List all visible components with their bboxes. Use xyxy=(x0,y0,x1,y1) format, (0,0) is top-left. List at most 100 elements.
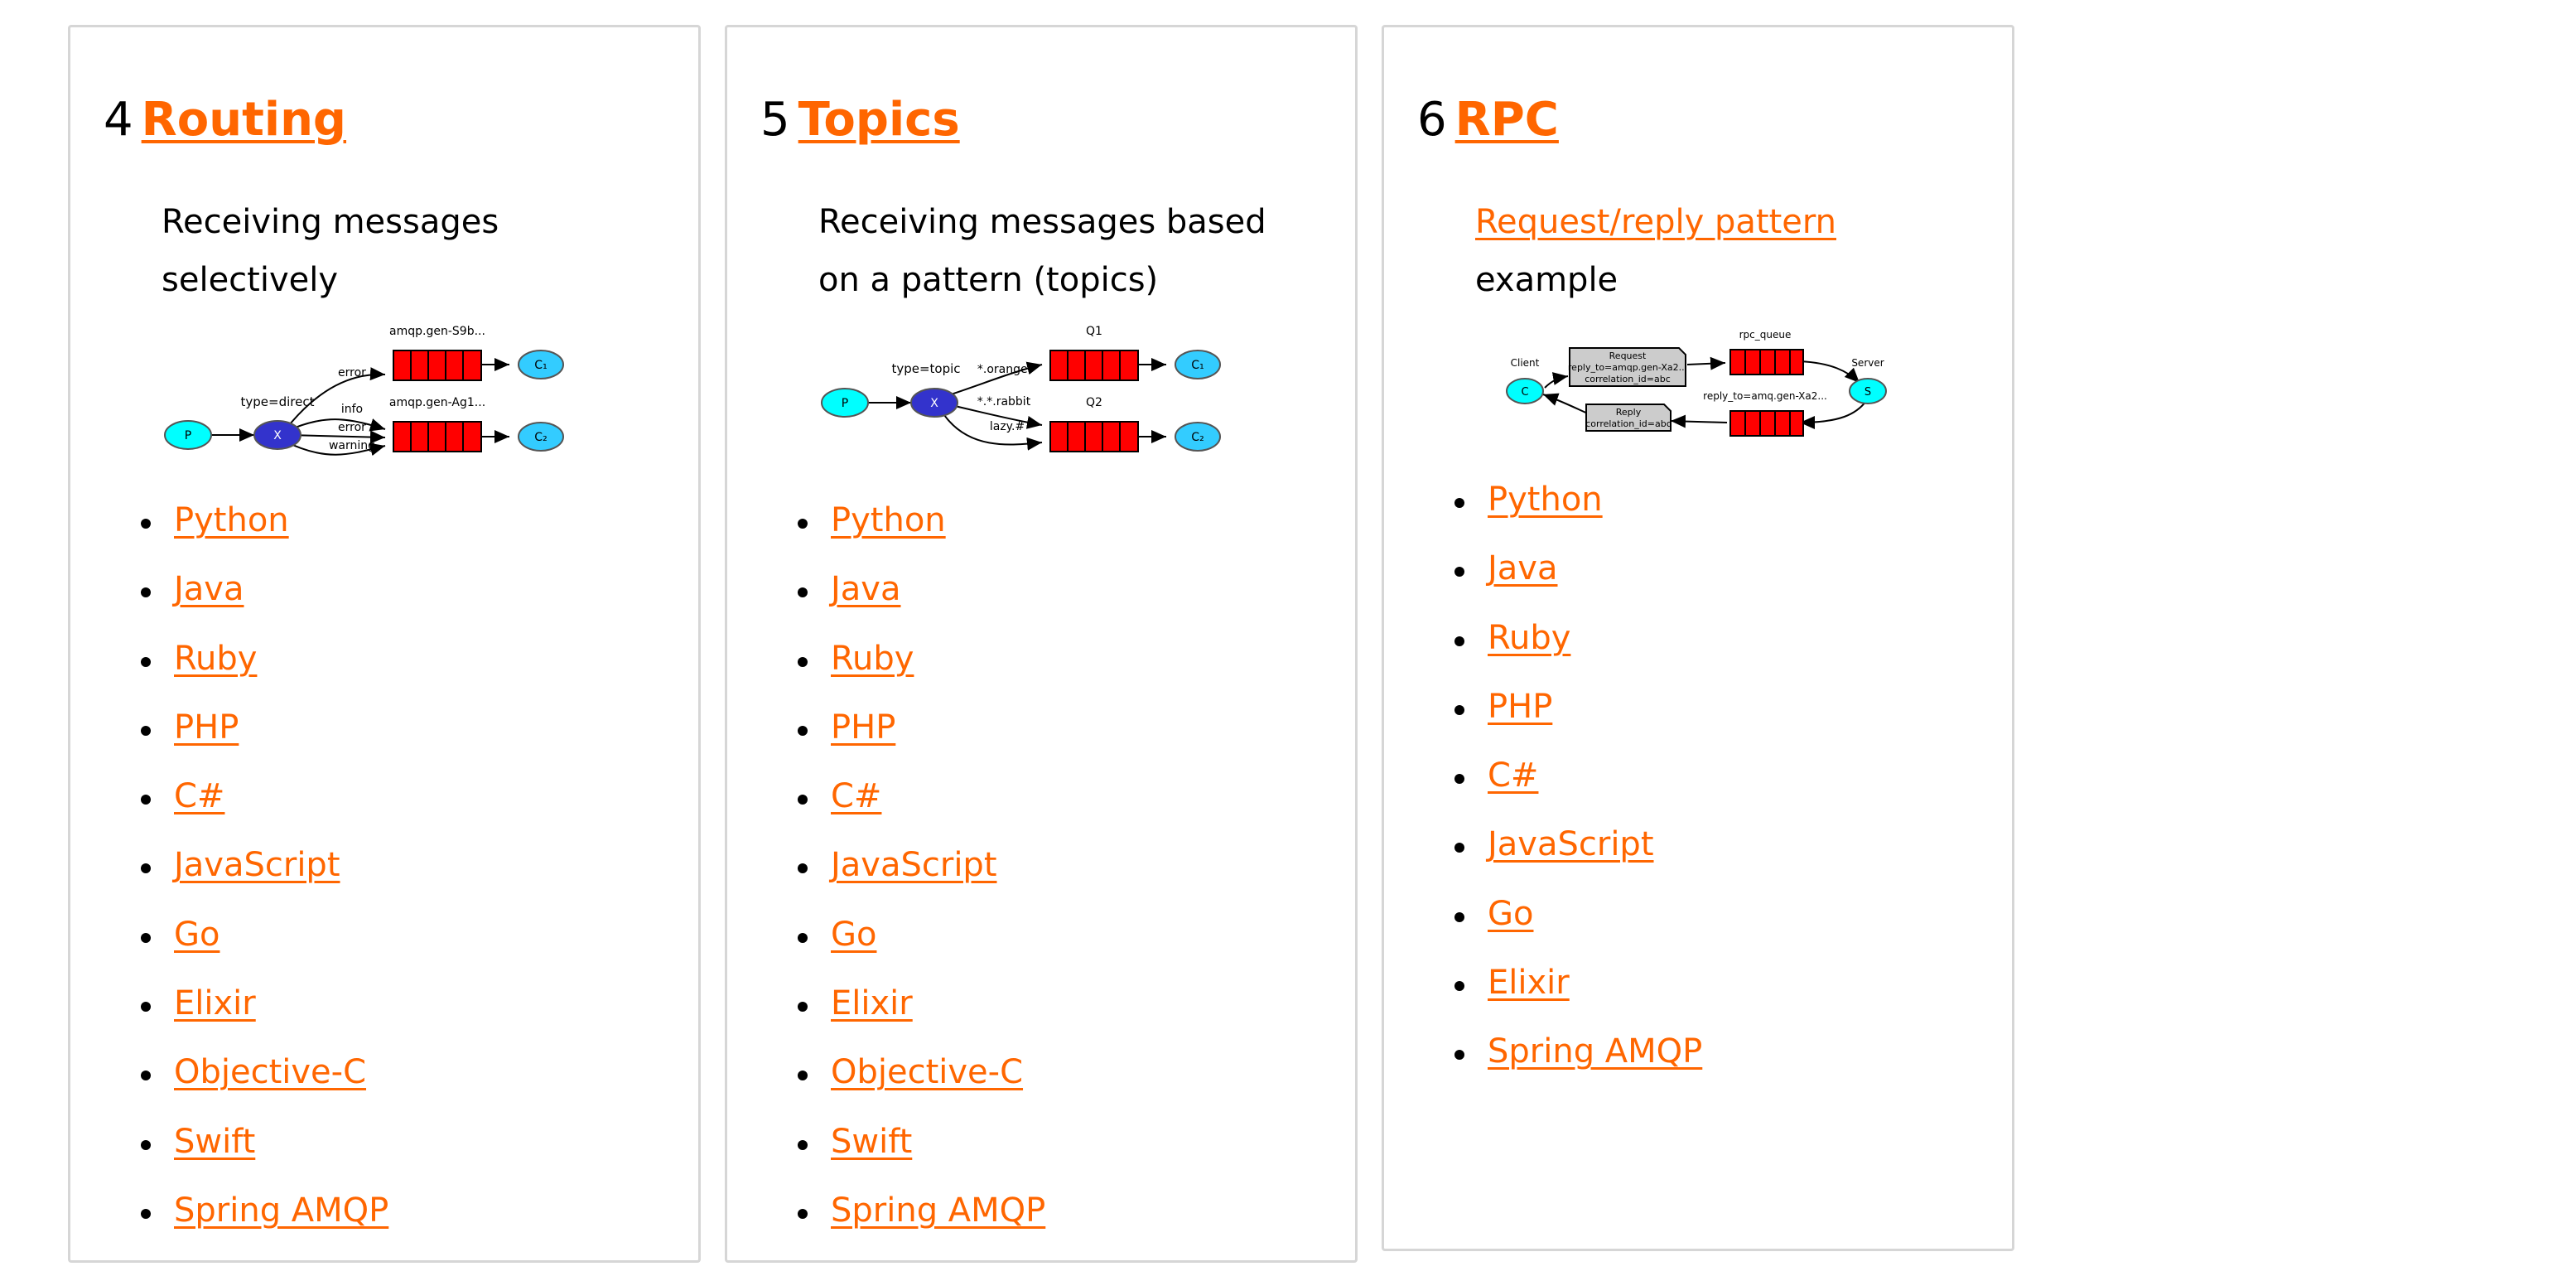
language-link-go[interactable]: Go xyxy=(1488,894,1534,933)
client-caption: Client xyxy=(1511,357,1540,369)
queue2 xyxy=(1049,421,1139,452)
language-link-javascript[interactable]: JavaScript xyxy=(1488,825,1654,864)
bullet-icon xyxy=(1454,498,1464,508)
description-text: example xyxy=(1475,261,1618,299)
bullet-icon xyxy=(798,932,808,943)
tutorial-title-link[interactable]: Routing xyxy=(141,93,347,147)
edge-reply-client xyxy=(1542,393,1590,415)
exchange-label: X xyxy=(273,429,282,442)
language-link-ruby[interactable]: Ruby xyxy=(831,639,914,678)
language-link-elixir[interactable]: Elixir xyxy=(1488,964,1570,1003)
language-link-go[interactable]: Go xyxy=(831,915,877,954)
edge-x-q2-warning xyxy=(285,441,386,457)
bullet-icon xyxy=(141,1002,151,1013)
producer-label: P xyxy=(185,429,191,442)
language-link-c[interactable]: C# xyxy=(174,777,225,816)
language-link-elixir[interactable]: Elixir xyxy=(831,984,913,1023)
consumer1-node xyxy=(518,350,564,379)
binding-label-warning: warning xyxy=(329,439,375,452)
language-link-javascript[interactable]: JavaScript xyxy=(174,846,340,885)
language-link-spring-amqp[interactable]: Spring AMQP xyxy=(174,1191,389,1230)
language-link-objective-c[interactable]: Objective-C xyxy=(174,1053,367,1092)
edge-replyqueue-reply xyxy=(1670,414,1728,428)
svg-text:correlation_id=abc: correlation_id=abc xyxy=(1585,374,1671,384)
svg-text:correlation_id=abc: correlation_id=abc xyxy=(1585,418,1672,429)
bullet-icon xyxy=(798,656,808,667)
exchange-label: X xyxy=(930,397,938,410)
bullet-icon xyxy=(141,863,151,874)
rpc-queue xyxy=(1729,349,1804,375)
language-link-ruby[interactable]: Ruby xyxy=(1488,618,1571,657)
binding-label-error: error xyxy=(338,421,366,434)
bullet-icon xyxy=(141,519,151,529)
language-link-c[interactable]: C# xyxy=(831,777,882,816)
edge-x-q2-error xyxy=(288,430,386,444)
client-node xyxy=(1506,378,1544,404)
bullet-icon xyxy=(798,795,808,805)
bullet-icon xyxy=(141,795,151,805)
language-link-python[interactable]: Python xyxy=(1488,481,1603,519)
language-link-java[interactable]: Java xyxy=(174,570,244,609)
language-link-java[interactable]: Java xyxy=(1488,549,1558,588)
language-link-swift[interactable]: Swift xyxy=(174,1122,256,1161)
bullet-icon xyxy=(141,587,151,598)
queue1-name: amqp.gen-S9b... xyxy=(389,325,485,338)
bullet-icon xyxy=(1454,774,1464,785)
language-link-php[interactable]: PHP xyxy=(1488,687,1553,726)
queue2 xyxy=(393,421,482,452)
reply-message: Reply correlation_id=abc xyxy=(1585,404,1672,432)
routing-diagram: P X type=direct error info error warning… xyxy=(164,325,564,457)
language-link-go[interactable]: Go xyxy=(174,915,220,954)
edge-x-q2-lazy xyxy=(942,412,1043,451)
language-link-javascript[interactable]: JavaScript xyxy=(831,846,997,885)
language-link-python[interactable]: Python xyxy=(831,501,946,539)
language-link-java[interactable]: Java xyxy=(831,570,901,609)
consumer2-node xyxy=(518,422,564,452)
svg-text:Request: Request xyxy=(1609,350,1647,361)
bullet-icon xyxy=(798,725,808,736)
tutorial-title-link[interactable]: RPC xyxy=(1454,93,1559,147)
svg-text:Reply: Reply xyxy=(1616,407,1642,418)
language-link-objective-c[interactable]: Objective-C xyxy=(831,1053,1024,1092)
consumer2-node xyxy=(1175,422,1221,452)
edge-server-replyqueue xyxy=(1799,400,1867,429)
tutorial-description: Request/reply pattern example xyxy=(1475,193,1939,309)
bullet-icon xyxy=(141,725,151,736)
language-link-c[interactable]: C# xyxy=(1488,756,1539,795)
bullet-icon xyxy=(1454,843,1464,853)
consumer1-node xyxy=(1175,350,1221,379)
tutorial-number: 6 xyxy=(1417,93,1447,147)
tutorial-title-link[interactable]: Topics xyxy=(798,93,960,147)
server-label: S xyxy=(1864,386,1871,399)
producer-label: P xyxy=(842,397,848,410)
consumer2-label: C₂ xyxy=(534,431,547,444)
server-node xyxy=(1849,378,1887,404)
exchange-node xyxy=(910,388,958,418)
language-link-spring-amqp[interactable]: Spring AMQP xyxy=(831,1191,1046,1230)
language-link-swift[interactable]: Swift xyxy=(831,1122,913,1161)
request-reply-pattern-link[interactable]: Request/reply pattern xyxy=(1475,203,1836,241)
queue1 xyxy=(393,350,482,381)
language-link-python[interactable]: Python xyxy=(174,501,289,539)
tutorial-number: 4 xyxy=(104,93,133,147)
consumer1-label: C₁ xyxy=(1191,359,1204,372)
bullet-icon xyxy=(141,932,151,943)
rpc-queue-name: rpc_queue xyxy=(1739,329,1792,341)
producer-node xyxy=(164,420,212,450)
bullet-icon xyxy=(141,1208,151,1219)
exchange-node xyxy=(253,420,301,450)
bullet-icon xyxy=(798,1002,808,1013)
language-link-spring-amqp[interactable]: Spring AMQP xyxy=(1488,1032,1703,1071)
language-link-php[interactable]: PHP xyxy=(831,708,896,747)
language-link-ruby[interactable]: Ruby xyxy=(174,639,258,678)
language-link-elixir[interactable]: Elixir xyxy=(174,984,256,1023)
queue2-name: amqp.gen-Ag1... xyxy=(389,396,485,409)
language-link-php[interactable]: PHP xyxy=(174,708,239,747)
